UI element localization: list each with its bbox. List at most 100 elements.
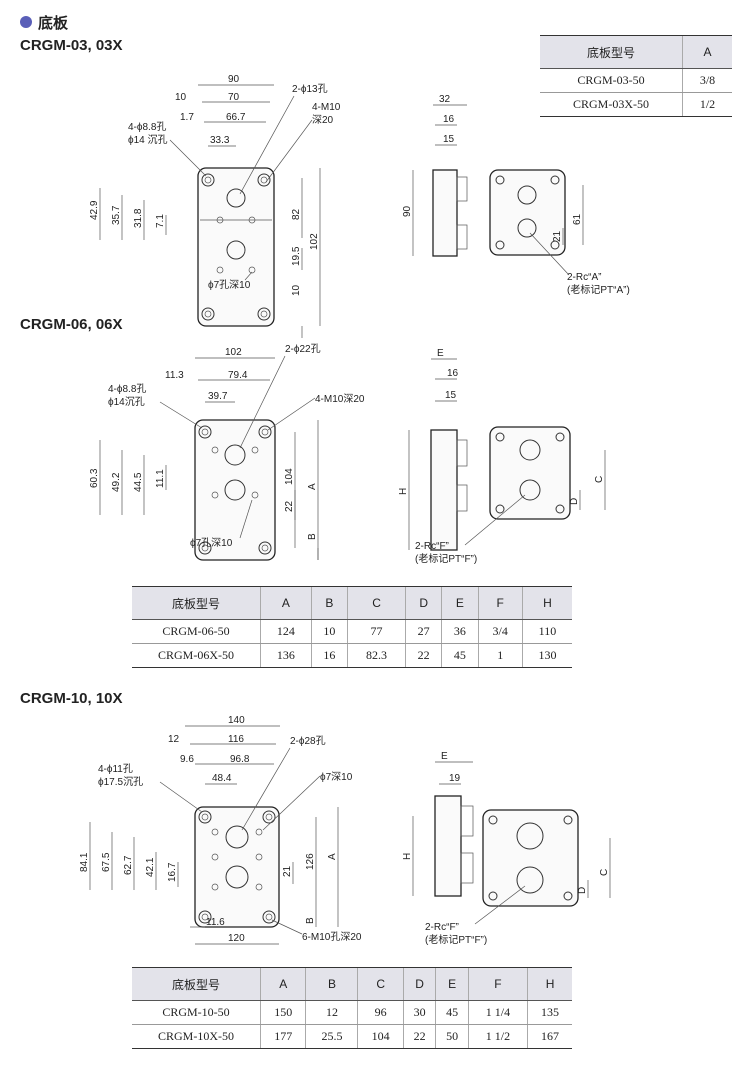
dimension-label: 67.5: [101, 852, 112, 872]
dimension-label: 4-M10深20: [315, 393, 365, 405]
dimension-label: 44.5: [133, 472, 144, 492]
dimension-label: ϕ14 沉孔: [128, 133, 168, 146]
table-cell: 110: [521, 619, 572, 644]
dimension-label: 42.1: [145, 857, 156, 877]
dimension-label: 12: [168, 734, 180, 745]
dimension-label: C: [599, 869, 610, 876]
plan-view-03: 90 10 70 1.7 66.7 33.3 4-ϕ8.8孔 ϕ14 沉孔 2-…: [89, 74, 341, 338]
dimension-label: 120: [228, 933, 245, 944]
dimension-label: (老标记PT“A”): [567, 283, 630, 296]
side-profile: [434, 795, 462, 897]
dimension-label: 7.1: [155, 214, 166, 228]
dimension-label: 102: [225, 347, 242, 358]
dimension-label: 31.8: [133, 208, 144, 228]
table-cell: 1 1/4: [467, 1000, 528, 1025]
table-cell: 167: [527, 1024, 572, 1049]
table-cell: 177: [259, 1024, 306, 1049]
dimension-label: 4-ϕ11孔: [98, 763, 133, 775]
dimension-label: 11.3: [165, 370, 184, 381]
dimension-label: 22: [284, 500, 295, 512]
table-cell: 16: [310, 643, 348, 668]
dimension-label: 61: [572, 213, 583, 225]
plan-view-06: 102 11.3 79.4 39.7 4-ϕ8.8孔 ϕ14沉孔 2-ϕ22孔 …: [89, 343, 365, 561]
table-cell: 3/8: [682, 68, 732, 93]
table-cell: 45: [441, 643, 479, 668]
base-plate: [194, 806, 280, 928]
table-cell: CRGM-03-50: [540, 68, 683, 93]
front-plate: [482, 809, 579, 907]
dimension-label: E: [441, 751, 448, 762]
table-cell: 1 1/2: [467, 1024, 528, 1049]
table-cell: 150: [259, 1000, 306, 1025]
table-cell: 50: [435, 1024, 469, 1049]
dimension-label: 70: [228, 92, 240, 103]
dimension-label: H: [398, 488, 409, 495]
dimension-label: 9.6: [180, 754, 194, 765]
dimension-label: 33.3: [210, 135, 230, 146]
dimension-label: 2-ϕ22孔: [285, 343, 321, 355]
model-title-10: CRGM-10, 10X: [20, 690, 123, 707]
table-cell: 10: [310, 619, 348, 644]
table-cell: 30: [402, 1000, 436, 1025]
table-cell: 45: [435, 1000, 469, 1025]
front-plate: [489, 426, 571, 520]
table-cell: CRGM-03X-50: [540, 92, 683, 117]
base-plate: [197, 167, 275, 327]
table-row: CRGM-03X-50 1/2: [540, 92, 732, 117]
table-cell: 104: [357, 1024, 404, 1049]
dimension-label: 4-ϕ8.8孔: [128, 121, 166, 133]
table-cell: 82.3: [347, 643, 406, 668]
dimension-label: 19.5: [291, 246, 302, 266]
dimension-label: 21: [552, 230, 563, 242]
dimension-label: 2-Rc“A”: [567, 272, 601, 283]
dimension-label: 4-M10: [312, 102, 341, 113]
dimension-label: 126: [305, 853, 316, 870]
model-title-06: CRGM-06, 06X: [20, 316, 123, 333]
dimension-label: ϕ7深10: [320, 771, 353, 783]
dimension-label: 2-Rc“F”: [425, 922, 459, 933]
table-cell: CRGM-06X-50: [132, 643, 261, 668]
side-profile: [430, 429, 458, 551]
dimension-label: 82: [291, 208, 302, 220]
dimension-label: ϕ7孔深10: [190, 537, 233, 549]
dimension-label: A: [327, 853, 338, 860]
dimension-label: 42.9: [89, 200, 100, 220]
section-bullet-icon: [20, 16, 32, 28]
dimension-label: 16.7: [167, 862, 178, 882]
table-cell: 25.5: [305, 1024, 358, 1049]
dimension-label: 21: [282, 865, 293, 877]
dimension-label: 49.2: [111, 472, 122, 492]
side-view-03: 32 16 15 90 21 61 2-Rc“A” (老标记PT“A”): [402, 94, 630, 296]
dimension-label: 84.1: [79, 852, 90, 872]
table-cell: 27: [405, 619, 442, 644]
table-cell: CRGM-10X-50: [132, 1024, 261, 1049]
dimension-label: (老标记PT“F”): [415, 552, 477, 565]
table-cell: 124: [260, 619, 312, 644]
base-plate: [194, 419, 276, 561]
dimension-label: 10: [175, 92, 187, 103]
table-cell: 96: [357, 1000, 404, 1025]
dimension-label: 15: [443, 134, 455, 145]
dimension-label: 116: [228, 734, 244, 745]
side-view-06: E 16 15 H D C 2-Rc“F” (老标记PT“F”): [398, 348, 606, 565]
dimension-label: ϕ14沉孔: [108, 395, 145, 408]
dimension-label: 39.7: [208, 391, 228, 402]
plan-view-10: 140 12 116 9.6 96.8 48.4 4-ϕ11孔 ϕ17.5沉孔 …: [79, 715, 362, 945]
table-cell: 77: [347, 619, 406, 644]
dimension-label: 140: [228, 715, 245, 726]
table-cell: CRGM-10-50: [132, 1000, 261, 1025]
model-title-03: CRGM-03, 03X: [20, 37, 123, 54]
dimension-label: 2-Rc“F”: [415, 541, 449, 552]
dimension-label: 66.7: [226, 112, 246, 123]
table-cell: 1/2: [682, 92, 732, 117]
dimension-label: 15: [445, 390, 457, 401]
dimension-label: 96.8: [230, 754, 250, 765]
dimension-label: B: [307, 533, 318, 540]
table-cell: 135: [527, 1000, 572, 1025]
dimension-label: 11.1: [155, 469, 166, 488]
table-cell: 1: [477, 643, 523, 668]
